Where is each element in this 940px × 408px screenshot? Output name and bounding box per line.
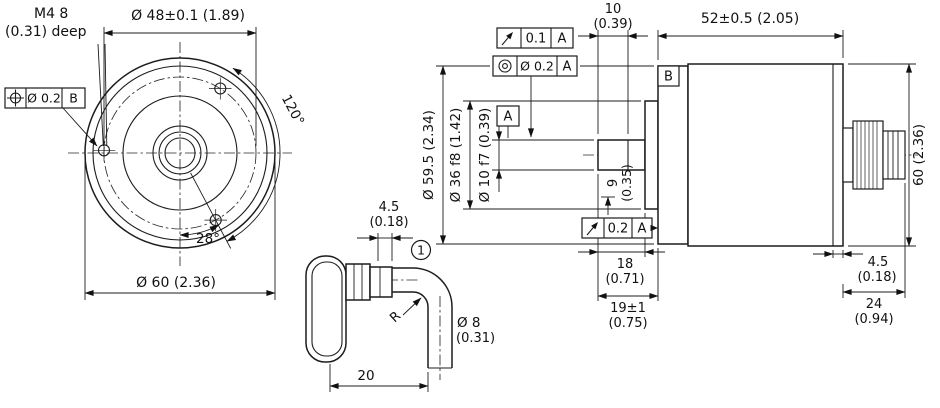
- dim-18-inch: (0.71): [605, 272, 644, 287]
- dim-60-label: 60 (2.36): [911, 124, 927, 186]
- gland-nut: [345, 263, 371, 301]
- angle-120-dimension: [226, 67, 281, 242]
- dim-9-inch: (0.35): [619, 164, 634, 202]
- bend-radius-leader: [402, 297, 422, 316]
- cable-bend: [392, 267, 453, 369]
- dim-19-dimension: [597, 248, 659, 301]
- runout-face-value: 0.2: [608, 222, 629, 237]
- runout-front-value: 0.1: [526, 32, 547, 47]
- dia36-dimension: [463, 100, 641, 210]
- concentricity-value: Ø 0.2: [520, 59, 554, 74]
- runout-front-datum: A: [558, 32, 567, 47]
- connector-collar: [842, 127, 854, 183]
- dia60-label: Ø 60 (2.36): [136, 275, 216, 291]
- position-tolerance-datum: B: [69, 91, 78, 106]
- runout-face-frame: 0.2 A: [581, 217, 658, 239]
- datum-a-flag: A: [496, 105, 520, 138]
- concentricity-datum: A: [563, 60, 572, 75]
- position-tolerance-icon: [7, 89, 24, 107]
- dia10-label: Ø 10 f7 (0.39): [477, 108, 493, 203]
- circular-runout-icon: [501, 32, 513, 46]
- cable-gland-body: [305, 255, 393, 363]
- front-view: Ø 0.2 B M4 8 (0.31) deep Ø 48±0.1 (1.89)…: [4, 6, 307, 300]
- connector-thread: [882, 130, 906, 180]
- cable-dim-4-5-inch: (0.18): [369, 215, 408, 230]
- dim-20-label: 20: [357, 368, 374, 384]
- datum-a-label: A: [504, 110, 513, 125]
- pilot-boss: [644, 100, 659, 210]
- angle-28-dimension: [179, 172, 232, 249]
- dia8-mm-label: Ø 8: [457, 315, 481, 331]
- concentricity-frame: Ø 0.2 A: [492, 55, 578, 138]
- side-view: 0.1 A Ø 0.2 A A B: [421, 2, 927, 331]
- dia10-dimension: [492, 118, 594, 192]
- dim-4-5-rear-mm: 4.5: [868, 255, 889, 270]
- dim-24-inch: (0.94): [854, 312, 893, 327]
- dim-19-inch: (0.75): [608, 316, 647, 331]
- dim-10-dimension: [578, 30, 648, 134]
- position-tolerance-frame: Ø 0.2 B: [4, 87, 98, 147]
- flange-circles: [84, 57, 276, 249]
- dim-4-5-rear-inch: (0.18): [857, 270, 896, 285]
- dia59-5-label: Ø 59.5 (2.34): [421, 110, 437, 200]
- dim-10-inch: (0.39): [593, 17, 632, 32]
- runout-face-datum: A: [638, 222, 647, 237]
- dim-19-mm: 19±1: [610, 301, 646, 316]
- circular-runout-icon-2: [586, 222, 598, 236]
- dim-10-mm: 10: [605, 2, 622, 17]
- connector-knurl: [852, 120, 884, 190]
- callout-1-label: 1: [417, 243, 425, 258]
- dia8-inch-label: (0.31): [456, 331, 495, 346]
- m4-depth-label: (0.31) deep: [5, 24, 87, 40]
- housing: [687, 63, 844, 247]
- cable-outlet-view: 1 4.5 (0.18) R Ø 8 (0.31) 20: [305, 200, 495, 392]
- dia36-label: Ø 36 f8 (1.42): [448, 108, 464, 203]
- dim-52-label: 52±0.5 (2.05): [701, 11, 799, 27]
- callout-1-badge: 1: [410, 239, 432, 261]
- position-tolerance-value: Ø 0.2: [27, 91, 61, 106]
- dim-9-mm: 9: [606, 179, 621, 187]
- cable-dim-20: [329, 364, 429, 392]
- front-centerlines: [68, 42, 292, 266]
- dim-52-dimension: [657, 30, 844, 60]
- encoder-body: [597, 63, 906, 247]
- runout-front-frame: 0.1 A: [496, 27, 574, 49]
- gland-nut-2: [369, 266, 393, 298]
- knurl-hatching: [856, 121, 878, 189]
- angle-28-label: 28°: [196, 231, 220, 247]
- cable-dim-4-5: [357, 233, 413, 261]
- dia48-dimension: [103, 27, 257, 146]
- dia48-label: Ø 48±0.1 (1.89): [131, 8, 245, 24]
- dim-18-mm: 18: [617, 257, 634, 272]
- cable-dim-4-5-mm: 4.5: [379, 200, 400, 215]
- datum-b-flag: B: [657, 65, 680, 87]
- runout-face-leader-arrow: [650, 224, 658, 232]
- dim-4-5-rear-dimension: [813, 250, 863, 258]
- datum-b-label: B: [664, 70, 673, 85]
- m4-leader-lines: [97, 43, 108, 147]
- front-flange: [657, 65, 689, 245]
- m4-thread-label: M4 8: [34, 6, 68, 22]
- dia59-5-dimension: [436, 65, 654, 245]
- dim-24-mm: 24: [866, 297, 883, 312]
- concentricity-icon: [498, 59, 512, 73]
- dim-24-dimension: [842, 183, 906, 298]
